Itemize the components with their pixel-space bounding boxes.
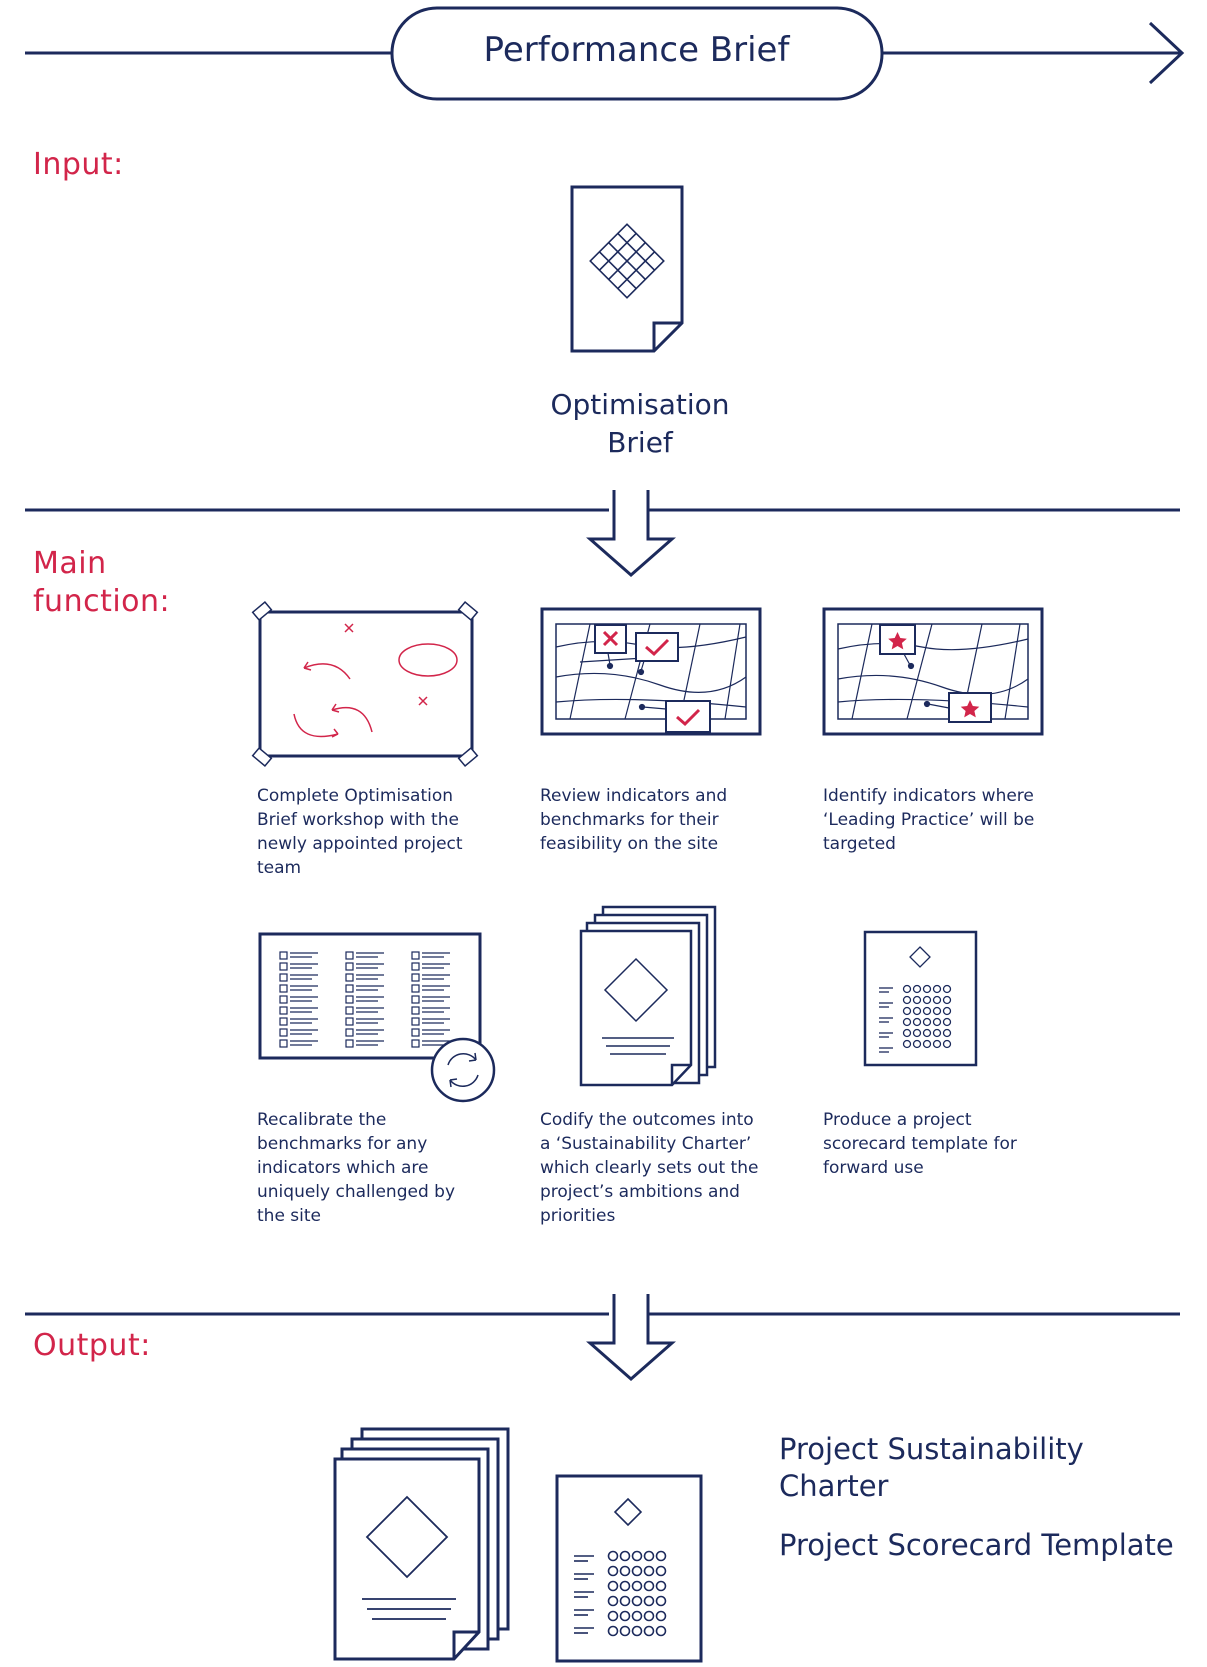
output-label-charter: Project Sustainability Charter <box>779 1432 1084 1503</box>
optimisation-brief-icon <box>570 185 684 353</box>
down-arrow-icon <box>631 575 632 576</box>
step-caption: Identify indicators where ‘Leading Pract… <box>823 786 1035 854</box>
input-doc-label: Optimisation Brief <box>550 388 730 459</box>
flow-divider-1 <box>25 490 1180 577</box>
scorecard-icon <box>863 930 978 1067</box>
flow-divider-2 <box>25 1294 1180 1381</box>
step-caption: Produce a project scorecard template for… <box>823 1110 1017 1178</box>
map-review-icon <box>540 607 762 736</box>
section-label-main: Main function: <box>33 546 171 619</box>
map-star-icon <box>822 607 1044 736</box>
checklist-refresh-icon <box>258 932 496 1103</box>
page-title: Performance Brief <box>483 30 790 70</box>
output-label-scorecard: Project Scorecard Template <box>779 1528 1174 1562</box>
charter-stack-icon <box>579 905 717 1087</box>
scorecard-icon <box>555 1474 703 1663</box>
workshop-board-icon <box>251 600 479 768</box>
step-caption: Codify the outcomes into a ‘Sustainabili… <box>540 1110 759 1226</box>
charter-stack-icon <box>333 1427 510 1661</box>
step-caption: Recalibrate the benchmarks for any indic… <box>257 1110 455 1226</box>
section-label-output: Output: <box>33 1328 151 1363</box>
step-caption: Complete Optimisation Brief workshop wit… <box>257 786 463 878</box>
step-caption: Review indicators and benchmarks for the… <box>540 786 728 854</box>
header-flow-line <box>25 6 1185 101</box>
section-label-input: Input: <box>33 147 124 182</box>
